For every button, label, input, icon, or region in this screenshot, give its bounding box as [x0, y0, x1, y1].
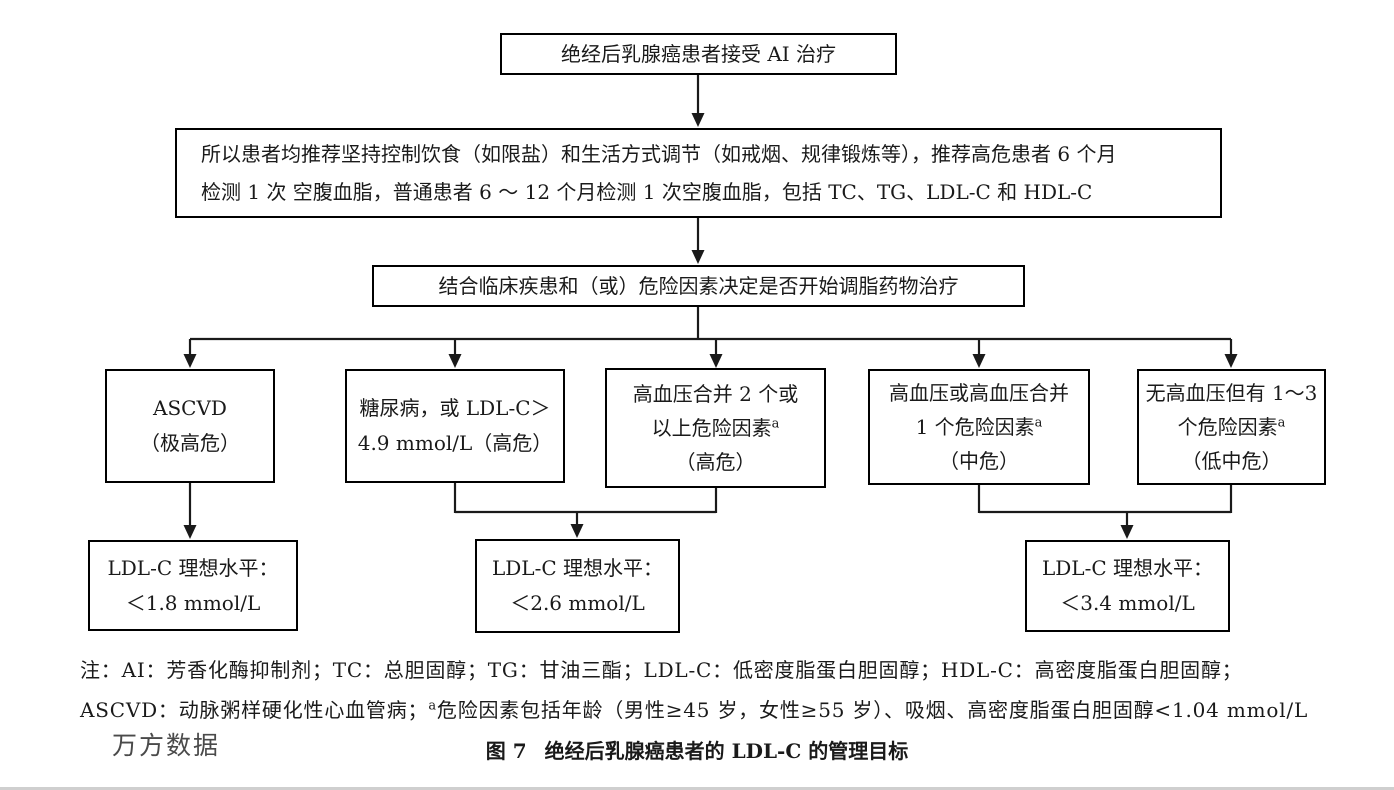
risk1-line-1: ASCVD	[153, 396, 227, 420]
notes-line-1: 注：AI：芳香化酶抑制剂；TC：总胆固醇；TG：甘油三酯；LDL-C：低密度脂蛋…	[80, 658, 1243, 682]
risk5-line-2: 个危险因素a	[1178, 410, 1286, 444]
target2-line-1: LDL-C 理想水平：	[491, 556, 663, 580]
node-risk-hypertension-2plus: 高血压合并 2 个或 以上危险因素a （高危）	[605, 368, 826, 488]
risk4-line-2: 1 个危险因素a	[916, 410, 1043, 444]
risk1-line-2: （极高危）	[140, 431, 240, 455]
risk2-line-2: 4.9 mmol/L（高危）	[357, 431, 553, 455]
notes-line-2: ASCVD：动脉粥样硬化性心血管病；a危险因素包括年龄（男性≥45 岁，女性≥5…	[80, 690, 1380, 730]
risk3-superscript: a	[771, 416, 780, 432]
arrowhead-to-target3	[1120, 525, 1134, 539]
node-target-ldl-2-6: LDL-C 理想水平： ＜2.6 mmol/L	[475, 539, 680, 633]
arrowhead-to-target1	[183, 525, 197, 539]
arrowhead-to-risk3	[709, 354, 723, 368]
risk4-superscript: a	[1034, 415, 1043, 431]
risk2-line-1: 糖尿病，或 LDL-C＞	[359, 396, 551, 420]
target1-line-1: LDL-C 理想水平：	[107, 555, 279, 580]
node-ai-therapy: 绝经后乳腺癌患者接受 AI 治疗	[500, 33, 897, 75]
risk4-line-2-text: 1 个危险因素	[915, 415, 1035, 439]
connector-arrowheads	[183, 113, 1238, 539]
figure-caption-title: 绝经后乳腺癌患者的 LDL-C 的管理目标	[544, 739, 909, 763]
wanfang-watermark: 万方数据	[112, 731, 221, 760]
risk5-line-3: （低中危）	[1181, 449, 1282, 473]
node-decision-label: 结合临床疾患和（或）危险因素决定是否开始调脂药物治疗	[438, 273, 959, 298]
risk5-superscript: a	[1277, 415, 1286, 431]
risk3-line-1: 高血压合并 2 个或	[632, 382, 799, 406]
arrowhead-to-risk5	[1224, 354, 1238, 368]
arrowhead-to-risk2	[448, 354, 462, 368]
arrowhead-to-recommend	[691, 113, 705, 127]
risk4-line-3: （中危）	[939, 449, 1019, 473]
node-lifestyle-recommendation: 所以患者均推荐坚持控制饮食（如限盐）和生活方式调节（如戒烟、规律锻炼等），推荐高…	[175, 128, 1222, 218]
risk3-line-3: （高危）	[675, 450, 756, 474]
risk5-line-2-text: 个危险因素	[1177, 415, 1278, 439]
target1-line-2: ＜1.8 mmol/L	[125, 590, 261, 615]
risk3-line-2: 以上危险因素a	[652, 411, 780, 445]
arrowhead-to-decision	[691, 250, 705, 264]
risk5-line-1: 无高血压但有 1～3	[1145, 381, 1318, 405]
risk4-line-1: 高血压或高血压合并	[889, 381, 1069, 405]
node-target-ldl-3-4: LDL-C 理想水平： ＜3.4 mmol/L	[1025, 540, 1230, 632]
figure-notes: 注：AI：芳香化酶抑制剂；TC：总胆固醇；TG：甘油三酯；LDL-C：低密度脂蛋…	[80, 650, 1380, 730]
node-risk-diabetes: 糖尿病，或 LDL-C＞ 4.9 mmol/L（高危）	[345, 369, 565, 483]
recommendation-line-1: 所以患者均推荐坚持控制饮食（如限盐）和生活方式调节（如戒烟、规律锻炼等），推荐高…	[201, 142, 1117, 166]
notes-line-2-prefix: ASCVD：动脉粥样硬化性心血管病；	[80, 698, 429, 722]
node-risk-no-hypertension: 无高血压但有 1～3 个危险因素a （低中危）	[1137, 369, 1326, 485]
node-target-ldl-1-8: LDL-C 理想水平： ＜1.8 mmol/L	[88, 540, 298, 631]
notes-superscript: a	[428, 698, 437, 714]
target3-line-2: ＜3.4 mmol/L	[1060, 591, 1195, 615]
arrowhead-to-target2	[570, 524, 584, 538]
notes-line-2-suffix: 危险因素包括年龄（男性≥45 岁，女性≥55 岁）、吸烟、高密度脂蛋白胆固醇<1…	[436, 698, 1309, 722]
target2-line-2: ＜2.6 mmol/L	[510, 591, 645, 615]
target3-line-1: LDL-C 理想水平：	[1041, 556, 1213, 580]
node-risk-hypertension-1: 高血压或高血压合并 1 个危险因素a （中危）	[868, 369, 1090, 485]
scan-edge-line	[0, 787, 1394, 790]
arrowhead-to-risk4	[972, 354, 986, 368]
recommendation-line-2: 检测 1 次 空腹血脂，普通患者 6 ～ 12 个月检测 1 次空腹血脂，包括 …	[201, 180, 1093, 204]
figure-caption-number: 图 7	[485, 739, 527, 763]
figure-caption: 图 7 绝经后乳腺癌患者的 LDL-C 的管理目标	[0, 735, 1394, 764]
node-ai-therapy-label: 绝经后乳腺癌患者接受 AI 治疗	[560, 41, 837, 66]
node-decision: 结合临床疾患和（或）危险因素决定是否开始调脂药物治疗	[372, 265, 1025, 307]
arrowhead-to-risk1	[183, 354, 197, 368]
node-risk-ascvd: ASCVD （极高危）	[105, 369, 275, 483]
risk3-line-2-text: 以上危险因素	[651, 416, 772, 440]
